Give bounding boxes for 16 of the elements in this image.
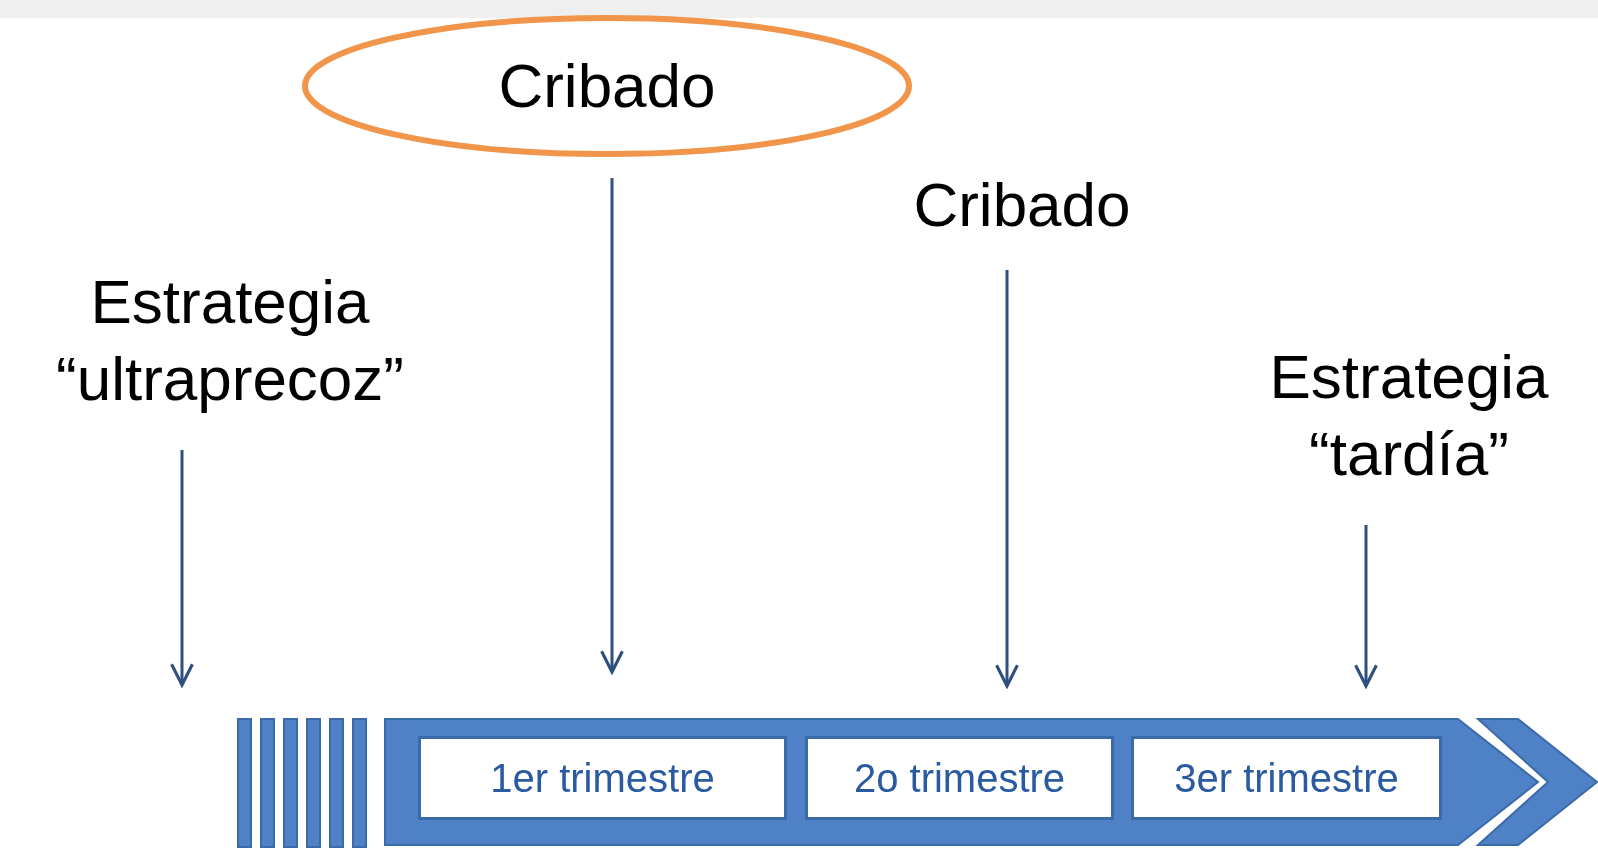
trimester-label: 2o trimestre — [853, 755, 1066, 802]
ellipse-node — [301, 14, 913, 158]
ellipse-label: Cribado — [498, 50, 716, 123]
trimester-label: 3er trimestre — [1174, 755, 1399, 802]
arrow — [1354, 525, 1378, 688]
arrow — [170, 450, 194, 687]
trimester-box — [805, 736, 1114, 820]
timeline-bar — [384, 718, 1598, 846]
arrow — [995, 270, 1019, 688]
trimester-label: 1er trimestre — [490, 755, 715, 802]
arrow — [600, 178, 624, 674]
text-label: Estrategia “ultraprecoz” — [55, 265, 405, 415]
text-label: Estrategia “tardía” — [1268, 340, 1550, 490]
text-label: Cribado — [913, 169, 1131, 242]
trimester-box — [418, 736, 787, 820]
trimester-box — [1131, 736, 1442, 820]
